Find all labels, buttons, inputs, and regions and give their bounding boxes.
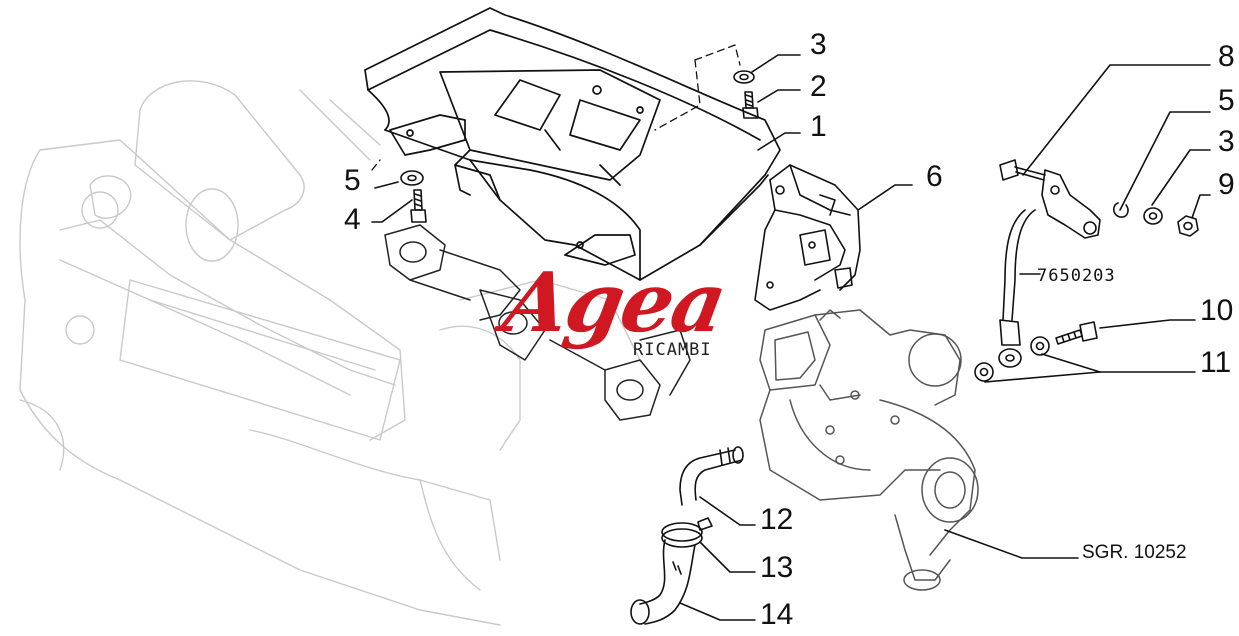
washer-part-3-top xyxy=(733,70,755,84)
hose-part-12 xyxy=(679,446,744,506)
callout-2: 2 xyxy=(810,70,827,103)
nut-part-9 xyxy=(1177,215,1199,237)
bracket-part-6 xyxy=(754,164,861,311)
engine-block-background xyxy=(19,80,641,626)
assembly-dashed-lines xyxy=(371,44,741,171)
callout-13: 13 xyxy=(760,551,794,584)
callout-5-right: 5 xyxy=(1218,84,1235,117)
logo-subtitle: RICAMBI xyxy=(633,340,712,360)
part-number-label: 7650203 xyxy=(1037,266,1116,286)
callout-3-right: 3 xyxy=(1218,125,1235,158)
logo-wordmark: Agea xyxy=(496,255,732,351)
heat-shield-part-1 xyxy=(364,7,781,281)
washer-part-3-right xyxy=(1143,207,1163,225)
callout-11: 11 xyxy=(1200,346,1232,379)
callout-6: 6 xyxy=(926,160,943,193)
leader-lines xyxy=(371,54,1211,621)
washers-part-11 xyxy=(974,336,1050,382)
callout-12: 12 xyxy=(760,503,794,536)
hose-clamp-part-13 xyxy=(661,517,713,548)
callout-10: 10 xyxy=(1200,294,1234,327)
callout-4: 4 xyxy=(344,203,361,236)
exhaust-manifold xyxy=(384,224,691,421)
callout-1: 1 xyxy=(810,110,827,143)
callout-8: 8 xyxy=(1218,40,1235,73)
callout-14: 14 xyxy=(760,598,794,631)
agea-ricambi-logo: Agea RICAMBI xyxy=(497,255,732,372)
washer-part-5-left xyxy=(400,170,424,186)
turbocharger xyxy=(759,309,979,591)
hose-part-14 xyxy=(630,539,696,625)
bolt-part-10 xyxy=(1055,321,1098,345)
bolt-part-2 xyxy=(742,91,759,119)
callout-5-left: 5 xyxy=(344,164,361,197)
washer-part-5-right xyxy=(1112,202,1129,218)
callout-3-top: 3 xyxy=(810,28,827,61)
oil-pipe-7650203 xyxy=(998,159,1101,368)
reference-label: SGR. 10252 xyxy=(1082,542,1187,563)
bolt-part-4 xyxy=(410,189,427,223)
callout-9: 9 xyxy=(1218,168,1235,201)
